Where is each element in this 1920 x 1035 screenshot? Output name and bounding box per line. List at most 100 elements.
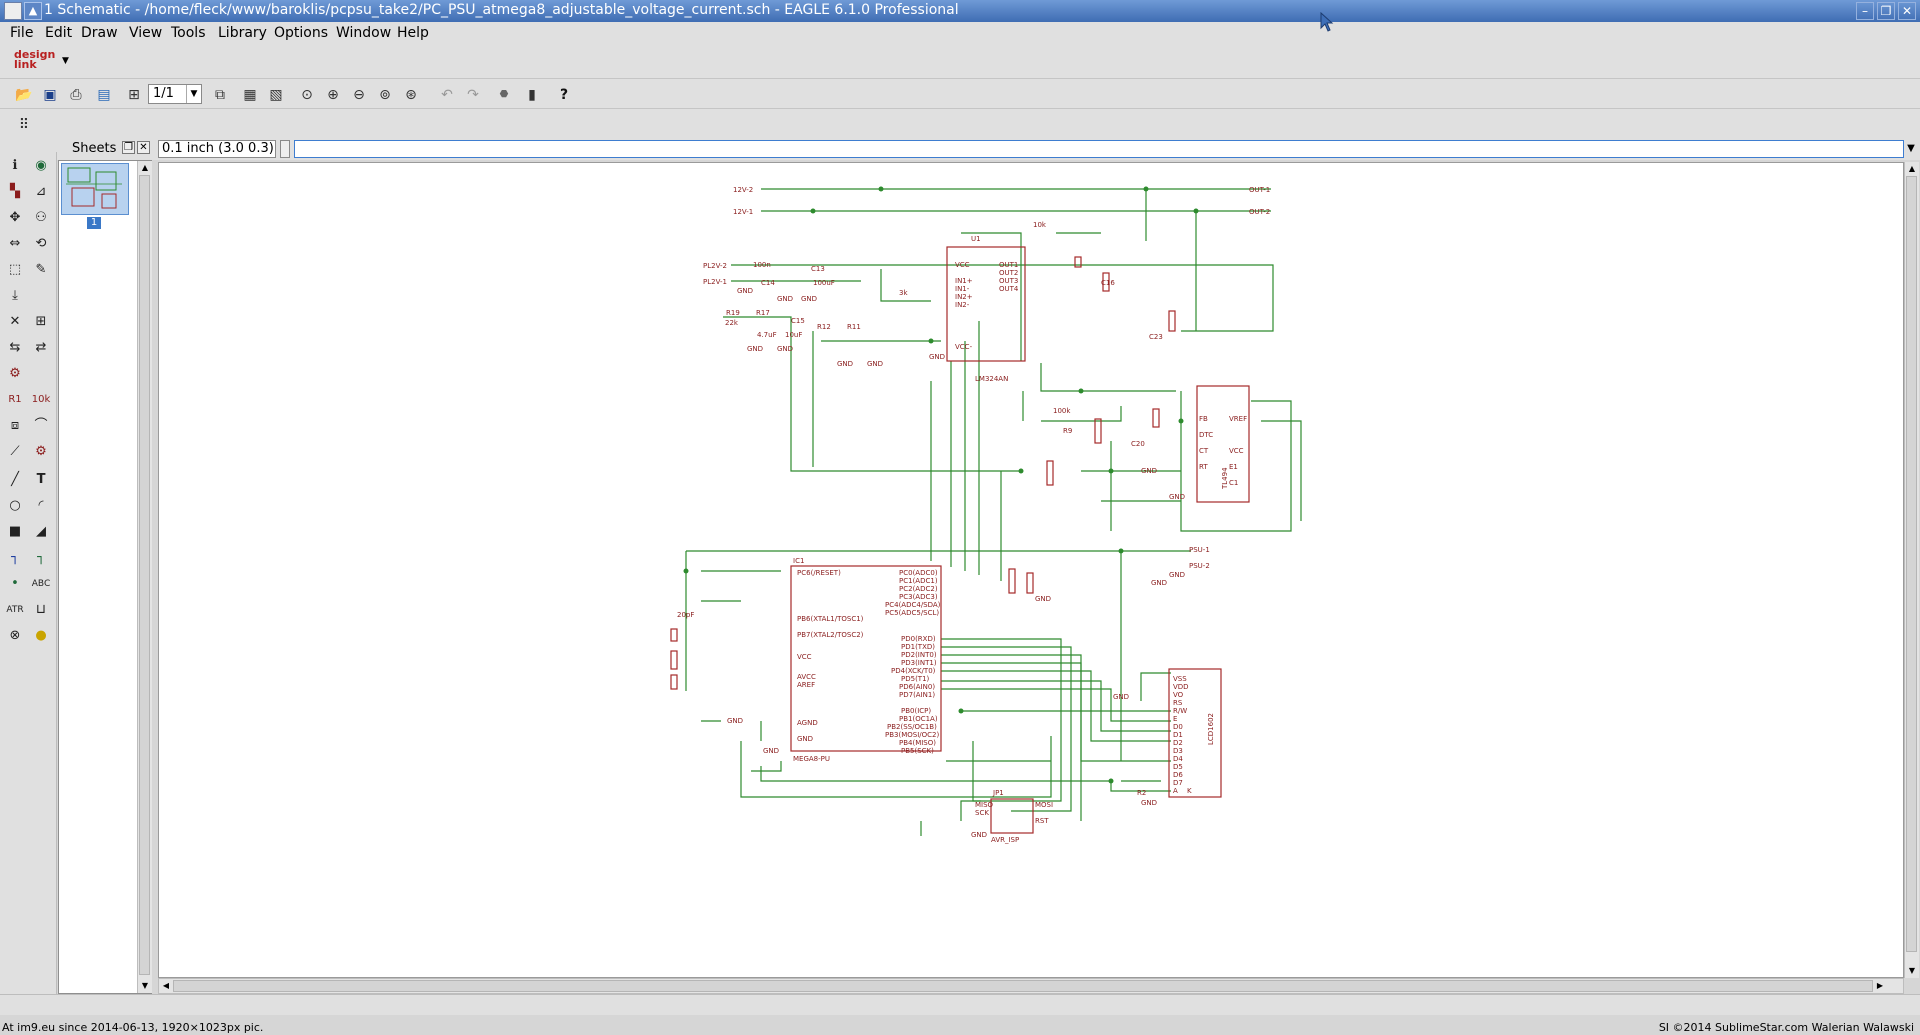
scroll-right-icon[interactable]: ▶ <box>1876 981 1884 990</box>
menu-bar: File Edit Draw View Tools Library Option… <box>0 22 1920 46</box>
sheet-icon[interactable]: ⊞ <box>128 87 140 103</box>
text-icon[interactable]: T <box>36 472 46 487</box>
sheets-close-button[interactable]: ✕ <box>137 141 150 154</box>
cam-icon[interactable]: ▤ <box>97 87 111 103</box>
scroll-left-icon[interactable]: ◀ <box>162 981 170 990</box>
divider <box>280 140 290 158</box>
zoom-in-icon[interactable]: ⊕ <box>327 87 339 103</box>
zoom-select-icon[interactable]: ⊛ <box>405 87 417 103</box>
window-menu-icon[interactable]: ▲ <box>24 2 42 20</box>
scroll-down-icon[interactable]: ▼ <box>1908 966 1916 975</box>
horizontal-scroll-thumb[interactable] <box>173 980 1873 992</box>
svg-text:PB7(XTAL2/TOSC2): PB7(XTAL2/TOSC2) <box>797 631 864 639</box>
menu-draw[interactable]: Draw <box>81 25 118 41</box>
zoom-fit-icon[interactable]: ⊙ <box>301 87 313 103</box>
scroll-thumb[interactable] <box>139 175 150 975</box>
scroll-up-icon[interactable]: ▲ <box>141 163 149 172</box>
save-icon[interactable]: ▣ <box>43 87 57 103</box>
minimize-button[interactable]: – <box>1856 2 1874 20</box>
pinswap-icon[interactable]: ⇆ <box>9 340 21 355</box>
open-icon[interactable]: 📂 <box>15 87 33 103</box>
zoom-out-icon[interactable]: ⊖ <box>353 87 365 103</box>
value-icon[interactable]: 10k <box>31 394 51 405</box>
menu-help[interactable]: Help <box>397 25 429 41</box>
name-icon[interactable]: R1 <box>8 394 22 405</box>
mirror-icon[interactable]: ⇔ <box>9 236 21 251</box>
wire-icon[interactable]: ╱ <box>11 472 19 487</box>
rect-icon[interactable]: ■ <box>8 524 22 539</box>
stop-icon[interactable]: ⬣ <box>499 89 509 100</box>
polygon-icon[interactable]: ◢ <box>36 524 46 539</box>
undo-icon[interactable]: ↶ <box>441 87 453 103</box>
show-icon[interactable]: ◉ <box>35 158 47 173</box>
label-icon[interactable]: ABC <box>31 579 51 589</box>
schematic-canvas[interactable]: 12V-2 12V-1 OUT-1 OUT-2 PL2V-2 PL2V-1 PS… <box>158 162 1904 978</box>
menu-view[interactable]: View <box>129 25 163 41</box>
paste-icon[interactable]: ⤓ <box>12 288 18 303</box>
move-icon[interactable]: ✥ <box>9 210 21 225</box>
menu-window[interactable]: Window <box>336 25 392 41</box>
board-icon[interactable]: ⧉ <box>215 87 225 103</box>
delete-icon[interactable]: ✕ <box>9 314 21 329</box>
gateswap-icon[interactable]: ⚙ <box>9 366 21 381</box>
split-icon[interactable]: ⟋ <box>10 444 20 459</box>
app-icon[interactable] <box>4 2 22 20</box>
info-icon[interactable]: ℹ <box>12 158 18 173</box>
add-icon[interactable]: ⊞ <box>35 314 47 329</box>
sheet-select-value: 1/1 <box>153 86 174 101</box>
smash-icon[interactable]: ⧈ <box>10 418 20 433</box>
zoom-redraw-icon[interactable]: ⊚ <box>379 87 391 103</box>
sheets-float-button[interactable]: ❐ <box>122 141 135 154</box>
redo-icon[interactable]: ↷ <box>467 87 479 103</box>
logo-dropdown-icon[interactable]: ▼ <box>62 56 69 66</box>
sheets-scrollbar[interactable]: ▲ ▼ <box>137 161 152 993</box>
menu-tools[interactable]: Tools <box>171 25 206 41</box>
group-icon[interactable]: ⬚ <box>8 262 22 277</box>
command-history-chevron-icon[interactable]: ▼ <box>1907 143 1915 154</box>
close-button[interactable]: ✕ <box>1898 2 1916 20</box>
menu-options[interactable]: Options <box>274 25 329 41</box>
grid-icon[interactable]: ⠿ <box>18 117 30 133</box>
ulp-icon[interactable]: ▧ <box>269 87 283 103</box>
menu-library[interactable]: Library <box>218 25 267 41</box>
canvas-horizontal-scrollbar[interactable]: ◀ ▶ <box>158 978 1904 994</box>
copy-icon[interactable]: ⚇ <box>35 210 47 225</box>
invoke-icon[interactable]: ⚙ <box>35 444 47 459</box>
vertical-scroll-thumb[interactable] <box>1906 176 1917 952</box>
svg-text:D7: D7 <box>1173 779 1183 787</box>
dimension-icon[interactable]: ⊔ <box>35 602 47 617</box>
scroll-down-icon[interactable]: ▼ <box>141 981 149 990</box>
arc-icon[interactable]: ◜ <box>38 498 44 513</box>
attribute-icon[interactable]: ATR <box>6 605 24 615</box>
sheet-select[interactable]: 1/1 ▼ <box>148 84 202 104</box>
go-icon[interactable]: ▮ <box>528 87 536 103</box>
svg-text:12V-1: 12V-1 <box>733 208 753 216</box>
mark-icon[interactable]: ⊿ <box>35 184 47 199</box>
display-icon[interactable]: ▚ <box>10 184 20 199</box>
scroll-up-icon[interactable]: ▲ <box>1908 164 1916 173</box>
svg-text:D1: D1 <box>1173 731 1183 739</box>
menu-file[interactable]: File <box>10 25 34 41</box>
svg-text:GND: GND <box>763 747 779 755</box>
schematic-drawing[interactable]: 12V-2 12V-1 OUT-1 OUT-2 PL2V-2 PL2V-1 PS… <box>159 163 1903 977</box>
command-input[interactable] <box>294 140 1904 158</box>
change-icon[interactable]: ✎ <box>35 262 47 277</box>
junction-icon[interactable]: • <box>11 576 19 591</box>
maximize-button[interactable]: ❐ <box>1877 2 1895 20</box>
circle-icon[interactable]: ○ <box>9 498 21 513</box>
bus-icon[interactable]: ┐ <box>11 550 19 565</box>
rotate-icon[interactable]: ⟲ <box>35 236 47 251</box>
sheet-thumbnail[interactable] <box>61 163 129 215</box>
help-icon[interactable]: ? <box>559 87 569 103</box>
net-icon[interactable]: ┐ <box>37 550 45 565</box>
script-icon[interactable]: ▦ <box>243 87 257 103</box>
canvas-vertical-scrollbar[interactable]: ▲ ▼ <box>1904 162 1919 978</box>
erc-icon[interactable]: ⊗ <box>9 628 21 643</box>
menu-edit[interactable]: Edit <box>45 25 73 41</box>
errors-icon[interactable]: ● <box>35 628 47 643</box>
print-icon[interactable]: ⎙ <box>70 87 82 103</box>
replace-icon[interactable]: ⇄ <box>35 340 47 355</box>
svg-text:GND: GND <box>1169 493 1185 501</box>
design-link-logo[interactable]: design link <box>14 48 56 71</box>
miter-icon[interactable]: ⌒ <box>34 418 48 433</box>
